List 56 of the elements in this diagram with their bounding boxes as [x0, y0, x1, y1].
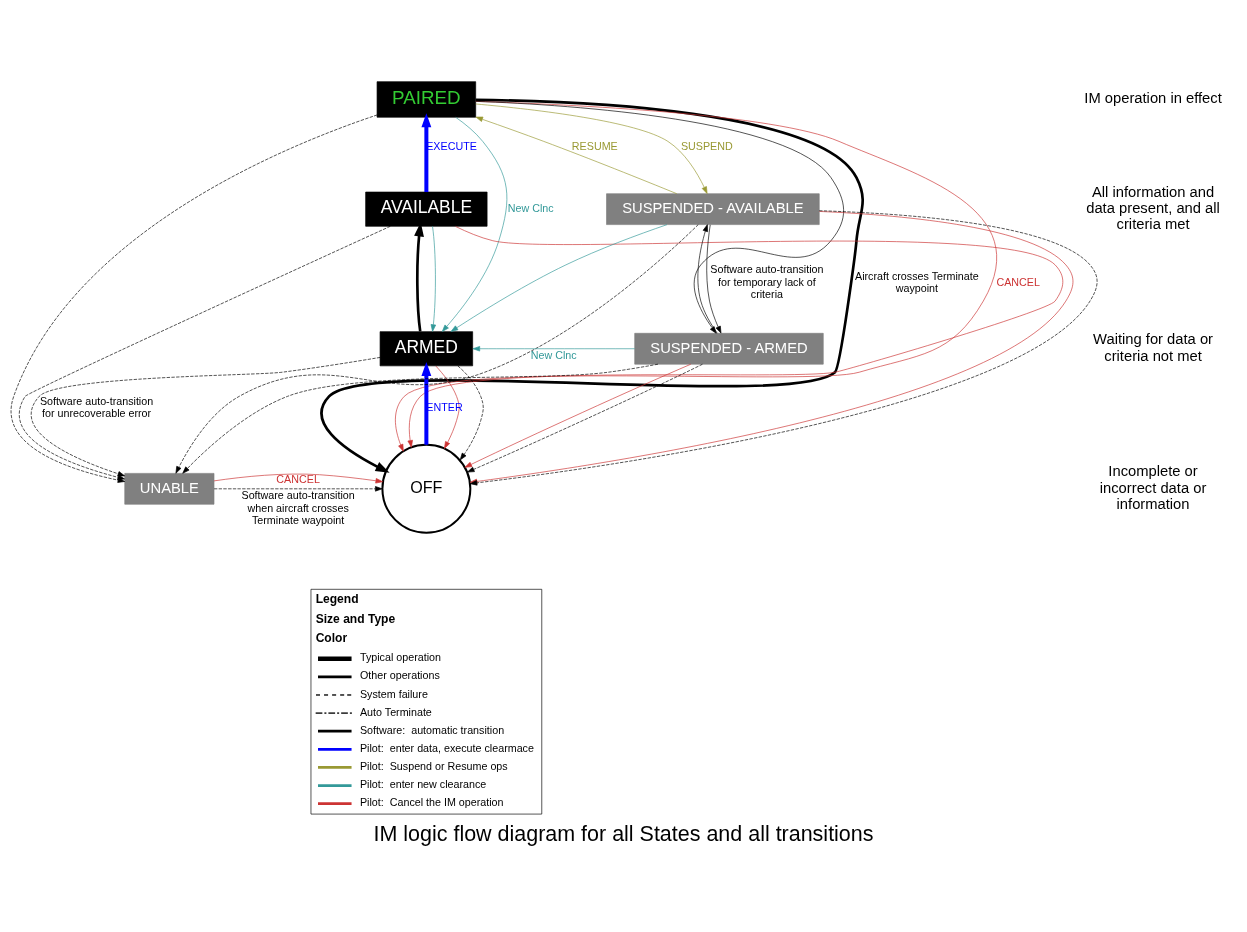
label: Waiting for data or criteria not met: [1093, 331, 1214, 364]
arrow: [475, 116, 678, 195]
edge-label: SUSPEND: [680, 139, 733, 152]
edge-label: CANCEL: [996, 275, 1040, 288]
edge-label: Software auto-transition when aircraft crosses Terminate waypoint: [241, 489, 355, 526]
legend-label: Typical operation: [359, 651, 441, 664]
arrow: [30, 357, 381, 477]
arrow: [18, 225, 391, 480]
node-box: SUSPENDED - ARMED: [634, 332, 824, 365]
label: Incomplete or incorrect data or information: [1099, 463, 1207, 512]
arrow: [320, 98, 864, 473]
arrow: [435, 365, 460, 449]
node-box: SUSPENDED - AVAILABLE: [606, 193, 820, 225]
arrow: [441, 116, 508, 332]
arrow: [395, 101, 998, 452]
arrow: [213, 473, 383, 484]
arrow: [697, 224, 718, 334]
arrow: [450, 224, 668, 332]
legend-label: Pilot: enter new clearance: [359, 778, 487, 791]
arrow: [430, 226, 437, 332]
node-box: AVAILABLE: [365, 191, 488, 227]
node-box: UNABLE: [124, 473, 215, 505]
label: All information and data present, and all criteria met: [1086, 183, 1220, 233]
arrow: [472, 346, 636, 352]
label: Color: [315, 631, 348, 646]
legend-label: System failure: [359, 687, 428, 700]
arrow: [457, 365, 484, 461]
legend-label: Auto Terminate: [359, 705, 432, 718]
edge-label: New Clnc: [530, 349, 577, 362]
edge-label: New Clnc: [507, 201, 554, 214]
arrow: [407, 226, 1064, 448]
legend-label: Other operations: [359, 669, 440, 682]
label: IM operation in effect: [1084, 90, 1222, 107]
arrow: [213, 486, 383, 492]
legend-label: Pilot: Cancel the IM operation: [359, 796, 504, 809]
arrow: [182, 363, 659, 474]
label: Size and Type: [315, 611, 396, 626]
node-box: ARMED: [379, 331, 473, 367]
arrow: [475, 101, 844, 334]
node-box: PAIRED: [376, 81, 477, 118]
edge-label: Aircraft crosses Terminate waypoint: [855, 269, 979, 294]
edge-label: Software auto-transition for temporary lack of criteria: [710, 263, 824, 300]
arrow: [175, 224, 699, 474]
edge-label: RESUME: [571, 139, 618, 152]
arrow: [10, 114, 378, 483]
edge-label: CANCEL: [276, 473, 320, 486]
legend-label: Pilot: enter data, execute clearmace: [359, 741, 534, 754]
legend-label: Software: automatic transition: [359, 723, 505, 736]
arrow: [706, 224, 722, 334]
legend-label: Pilot: Suspend or Resume ops: [359, 760, 508, 772]
edge-label: Software auto-transition for unrecoverable error: [39, 394, 154, 420]
diagram-title: IM logic flow diagram for all States and all transitions: [373, 822, 874, 847]
arrow: [475, 103, 708, 194]
arrow: [421, 361, 432, 445]
label: Legend: [315, 592, 359, 607]
arrow: [421, 113, 432, 193]
